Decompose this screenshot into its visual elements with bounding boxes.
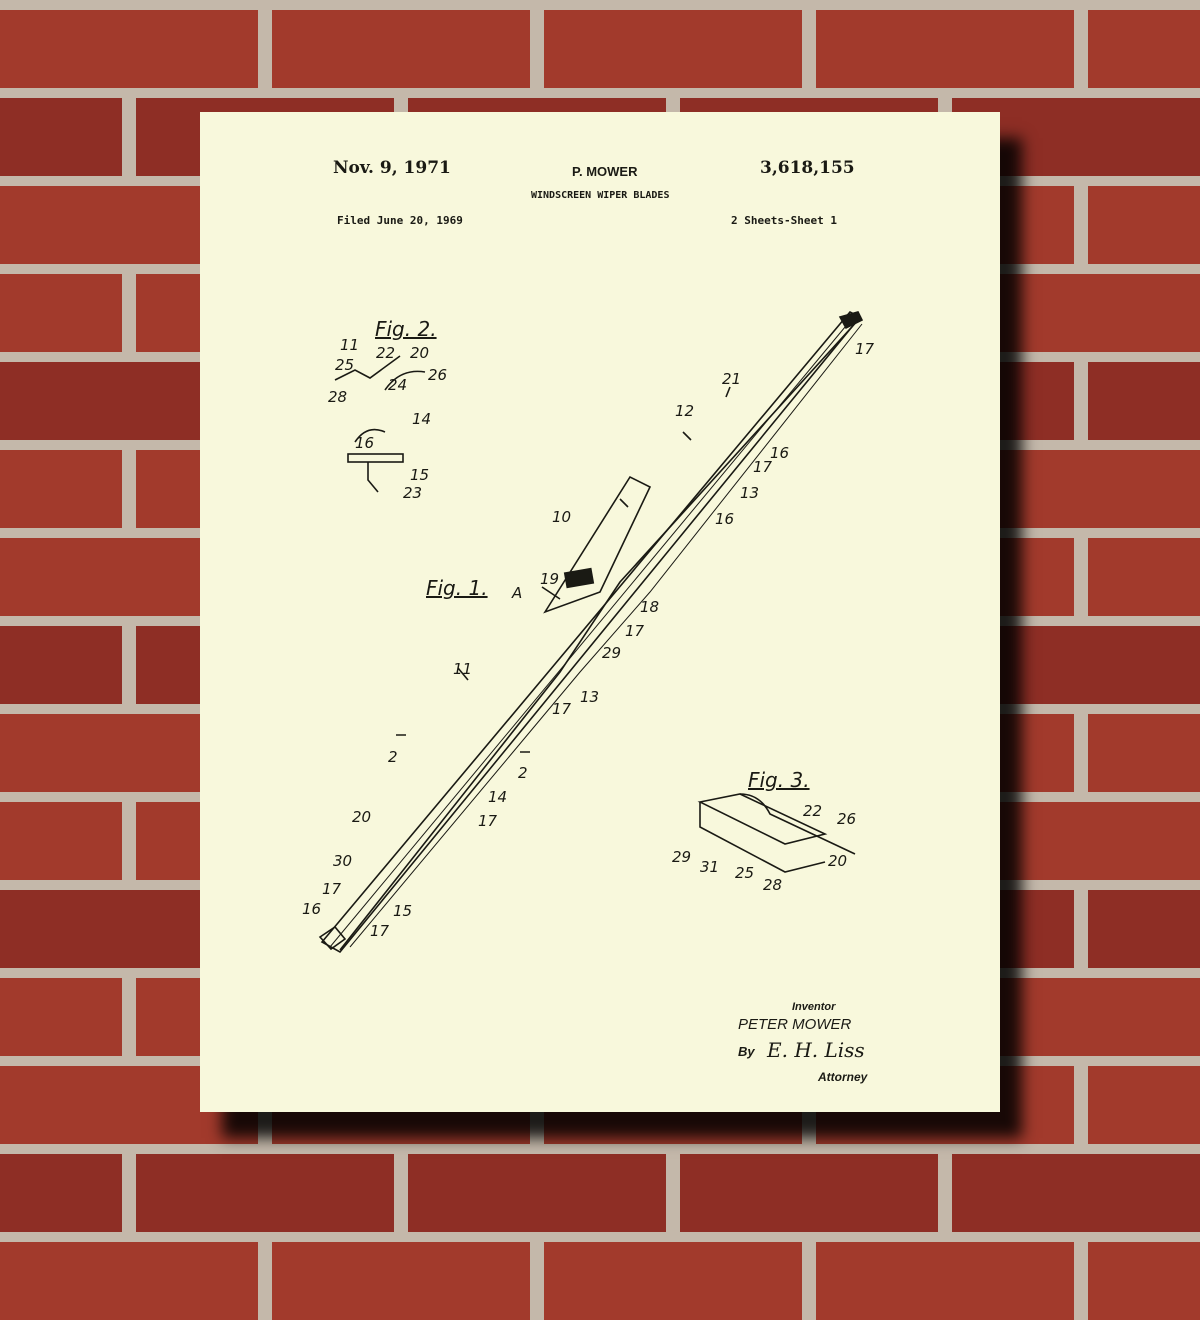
sheet-info: 2 Sheets-Sheet 1 — [731, 214, 837, 227]
numeral: 20 — [352, 808, 372, 826]
numeral: 25 — [735, 864, 755, 882]
fig3-label: Fig. 3. — [748, 768, 810, 792]
numeral: 19 — [540, 570, 560, 588]
numeral: 16 — [355, 434, 375, 452]
numeral: 13 — [740, 484, 760, 502]
patent-date: Nov. 9, 1971 — [333, 158, 451, 178]
numeral: 11 — [340, 336, 360, 354]
attorney-label: Attorney — [818, 1070, 868, 1084]
filed-date: Filed June 20, 1969 — [337, 214, 463, 227]
numeral: 24 — [388, 376, 408, 394]
numeral: 31 — [700, 858, 720, 876]
numeral: 14 — [412, 410, 432, 428]
numeral: 10 — [552, 508, 572, 526]
numeral: 2 — [388, 748, 398, 766]
numeral: 20 — [828, 852, 848, 870]
numeral: 12 — [675, 402, 695, 420]
numeral: 13 — [580, 688, 600, 706]
patent-drawing — [318, 311, 864, 954]
numeral: 23 — [403, 484, 423, 502]
numeral: A — [512, 584, 523, 602]
numeral: 22 — [376, 344, 396, 362]
numeral: 18 — [640, 598, 660, 616]
numeral: 29 — [602, 644, 622, 662]
inventor-name: PETER MOWER — [738, 1016, 852, 1033]
numeral: 14 — [488, 788, 508, 806]
patent-number: 3,618,155 — [760, 158, 855, 178]
patent-title: WINDSCREEN WIPER BLADES — [531, 190, 670, 201]
numeral: 25 — [335, 356, 355, 374]
numeral: 16 — [302, 900, 322, 918]
numeral: 29 — [672, 848, 692, 866]
numeral: 26 — [428, 366, 448, 384]
inventor-label: Inventor — [792, 1001, 836, 1013]
numeral: 15 — [393, 902, 413, 920]
numeral: 2 — [518, 764, 528, 782]
numeral: 17 — [625, 622, 645, 640]
numeral: 17 — [370, 922, 390, 940]
numeral: 11 — [453, 660, 473, 678]
numeral: 21 — [722, 370, 742, 388]
numeral: 26 — [837, 810, 857, 828]
attorney-signature: E. H. Liss — [767, 1038, 865, 1062]
numeral: 17 — [552, 700, 572, 718]
numeral: 22 — [803, 802, 823, 820]
numeral: 17 — [322, 880, 342, 898]
fig2-label: Fig. 2. — [375, 317, 437, 341]
by-label: By — [738, 1044, 755, 1059]
inventor-short: P. MOWER — [572, 164, 638, 179]
numeral: 17 — [855, 340, 875, 358]
numeral: 17 — [478, 812, 498, 830]
numeral: 16 — [715, 510, 735, 528]
numeral: 17 — [753, 458, 773, 476]
fig1-label: Fig. 1. — [426, 576, 488, 600]
numeral: 28 — [328, 388, 348, 406]
numeral: 28 — [763, 876, 783, 894]
patent-poster: Nov. 9, 1971 P. MOWER 3,618,155 WINDSCRE… — [200, 112, 1000, 1112]
numeral: 20 — [410, 344, 430, 362]
numeral: 15 — [410, 466, 430, 484]
numeral: 16 — [770, 444, 790, 462]
numeral: 30 — [333, 852, 353, 870]
